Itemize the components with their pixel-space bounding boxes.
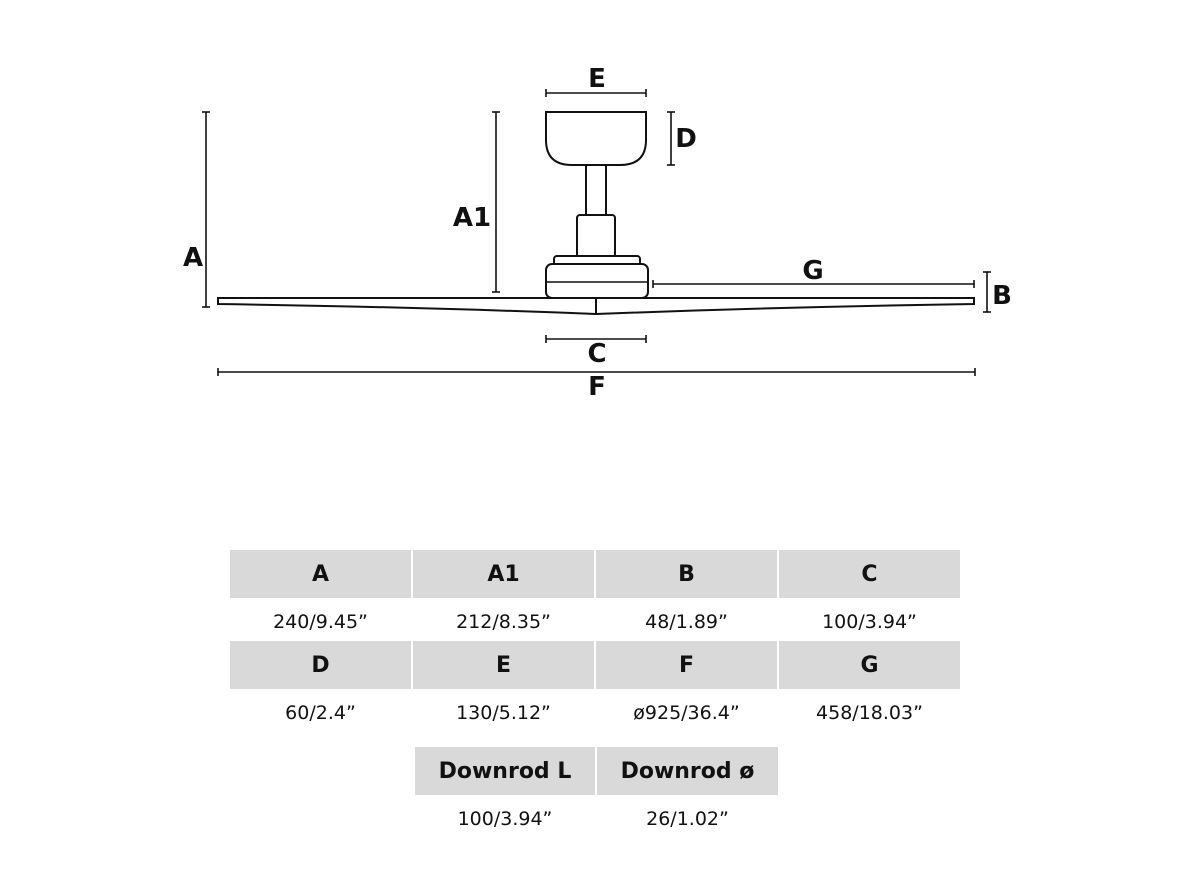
dim-c-label: C: [587, 339, 606, 369]
value-downrod-diameter: 26/1.02”: [646, 808, 729, 830]
header-e: E: [413, 641, 594, 689]
header-downrod-length: Downrod L: [415, 747, 595, 795]
dim-g-label: G: [802, 256, 823, 286]
motor-housing-shape: [545, 263, 649, 299]
left-blade-shape: [217, 297, 597, 316]
value-a1: 212/8.35”: [456, 611, 551, 633]
dim-a1-label: A1: [453, 203, 491, 233]
motor-collar-shape: [576, 214, 616, 258]
value-a: 240/9.45”: [273, 611, 368, 633]
fan-dimension-diagram: A A1 E D G B C F: [183, 64, 1012, 402]
value-d: 60/2.4”: [285, 702, 356, 724]
dim-b-label: B: [992, 281, 1012, 311]
header-a: A: [230, 550, 411, 598]
value-downrod-length: 100/3.94”: [457, 808, 553, 830]
header-d: D: [230, 641, 411, 689]
dim-d-label: D: [675, 124, 697, 154]
downrod-shape: [585, 164, 607, 216]
value-f: ø925/36.4”: [633, 702, 740, 724]
header-g: G: [779, 641, 960, 689]
value-b: 48/1.89”: [645, 611, 728, 633]
value-g: 458/18.03”: [816, 702, 923, 724]
header-downrod-diameter: Downrod ø: [597, 747, 778, 795]
header-f: F: [596, 641, 777, 689]
value-e: 130/5.12”: [456, 702, 551, 724]
value-c: 100/3.94”: [822, 611, 917, 633]
right-blade-shape: [595, 297, 975, 316]
canopy-shape: [545, 111, 647, 166]
dim-e-label: E: [588, 64, 606, 94]
header-c: C: [779, 550, 960, 598]
dim-f-label: F: [588, 372, 606, 402]
dim-a-label: A: [183, 243, 203, 273]
header-b: B: [596, 550, 777, 598]
header-a1: A1: [413, 550, 594, 598]
